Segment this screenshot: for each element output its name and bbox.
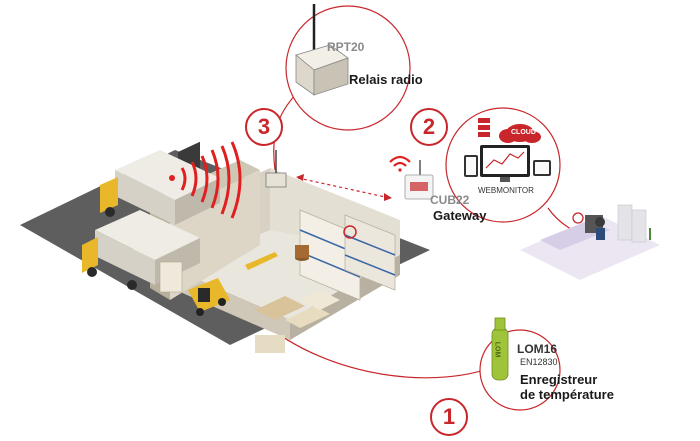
radio-link-arrowhead-right <box>384 193 392 201</box>
logger-name-line1: Enregistreur <box>520 372 598 387</box>
gateway-name-label: Gateway <box>433 208 487 223</box>
webmonitor-label: WEBMONITOR <box>478 186 534 195</box>
step-1-badge: 1 <box>430 398 468 436</box>
logger-name-line2: de température <box>520 387 614 402</box>
cloud-badge-label: CLOUD <box>511 129 536 136</box>
step-2-badge: 2 <box>410 108 448 146</box>
office-scene <box>520 204 660 280</box>
shelving-racks <box>299 209 396 301</box>
cloud-icon <box>499 124 541 143</box>
server-icon <box>478 118 490 137</box>
repeater-name-label: Relais radio <box>349 72 423 87</box>
radio-link-arrow <box>297 177 391 199</box>
logger-code-label: LOM16 <box>517 342 558 356</box>
connector-logger-to-building <box>259 319 499 379</box>
radio-waves-icon <box>169 141 242 219</box>
mounted-repeater-icon <box>265 172 287 188</box>
logger-body-text: LOM <box>493 341 501 358</box>
pallet-jack-icon <box>245 252 278 270</box>
gateway-code-label: CUB22 <box>430 193 470 207</box>
radio-link-arrowhead-left <box>296 174 304 181</box>
repeater-code-label: RPT20 <box>327 40 365 54</box>
pallets-and-boxes <box>159 261 340 353</box>
logger-standard-label: EN12830 <box>520 357 558 367</box>
step-3-badge: 3 <box>245 108 283 146</box>
wifi-icon <box>389 155 411 172</box>
forklift-icon <box>188 278 230 316</box>
